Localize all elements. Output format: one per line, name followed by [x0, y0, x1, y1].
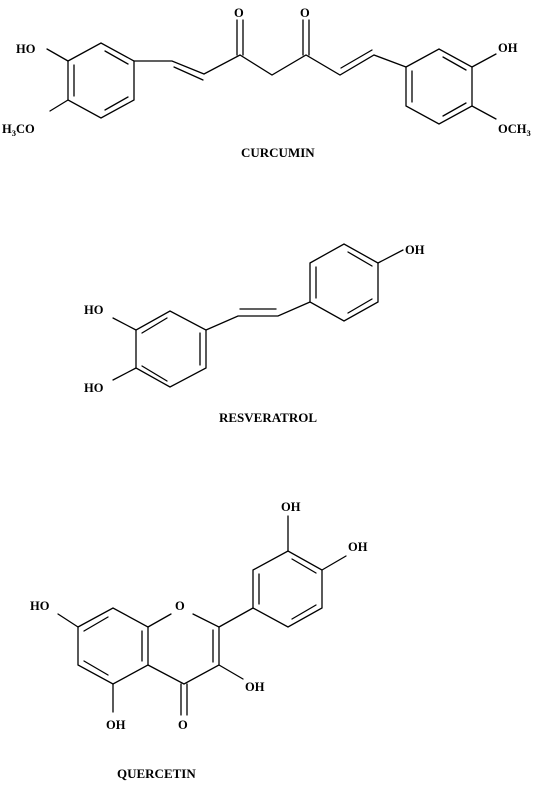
- quercetin-ring-oxygen-label: O: [175, 599, 185, 613]
- curcumin-bonds: [46, 19, 497, 125]
- resveratrol-structure: OH HO HO RESVERATROL: [84, 243, 425, 425]
- curcumin-methoxy-right-label: OCH3: [498, 122, 531, 138]
- quercetin-carbonyl-oxygen-label: O: [178, 718, 188, 732]
- quercetin-hydroxyl-5-label: OH: [106, 718, 126, 732]
- resveratrol-bonds: [112, 243, 404, 388]
- quercetin-bonds: [57, 515, 347, 716]
- resveratrol-atom-labels: OH HO HO: [84, 243, 425, 395]
- resveratrol-hydroxyl-1-label: HO: [84, 303, 104, 317]
- curcumin-methoxy-left-label: H3CO: [2, 122, 35, 138]
- quercetin-name-label: QUERCETIN: [117, 766, 196, 781]
- curcumin-hydroxyl-left-label: HO: [16, 42, 36, 56]
- curcumin-name-label: CURCUMIN: [241, 145, 315, 160]
- resveratrol-hydroxyl-2-label: HO: [84, 381, 104, 395]
- curcumin-hydroxyl-right-label: OH: [498, 41, 518, 55]
- quercetin-atom-labels: OH OH HO O OH OH O: [30, 500, 368, 732]
- quercetin-hydroxyl-4prime-label: OH: [348, 540, 368, 554]
- quercetin-hydroxyl-7-label: HO: [30, 599, 50, 613]
- curcumin-structure: HO H3CO O O OH OCH3 CURCUMIN: [2, 6, 531, 160]
- curcumin-atom-labels: HO H3CO O O OH OCH3: [2, 6, 531, 138]
- quercetin-hydroxyl-3prime-label: OH: [281, 500, 301, 514]
- quercetin-hydroxyl-3-label: OH: [245, 680, 265, 694]
- curcumin-carbonyl-oxygen-1: O: [234, 6, 244, 20]
- resveratrol-name-label: RESVERATROL: [219, 410, 317, 425]
- quercetin-structure: OH OH HO O OH OH O QUERCETIN: [30, 500, 368, 781]
- resveratrol-hydroxyl-para-label: OH: [405, 243, 425, 257]
- curcumin-carbonyl-oxygen-2: O: [300, 6, 310, 20]
